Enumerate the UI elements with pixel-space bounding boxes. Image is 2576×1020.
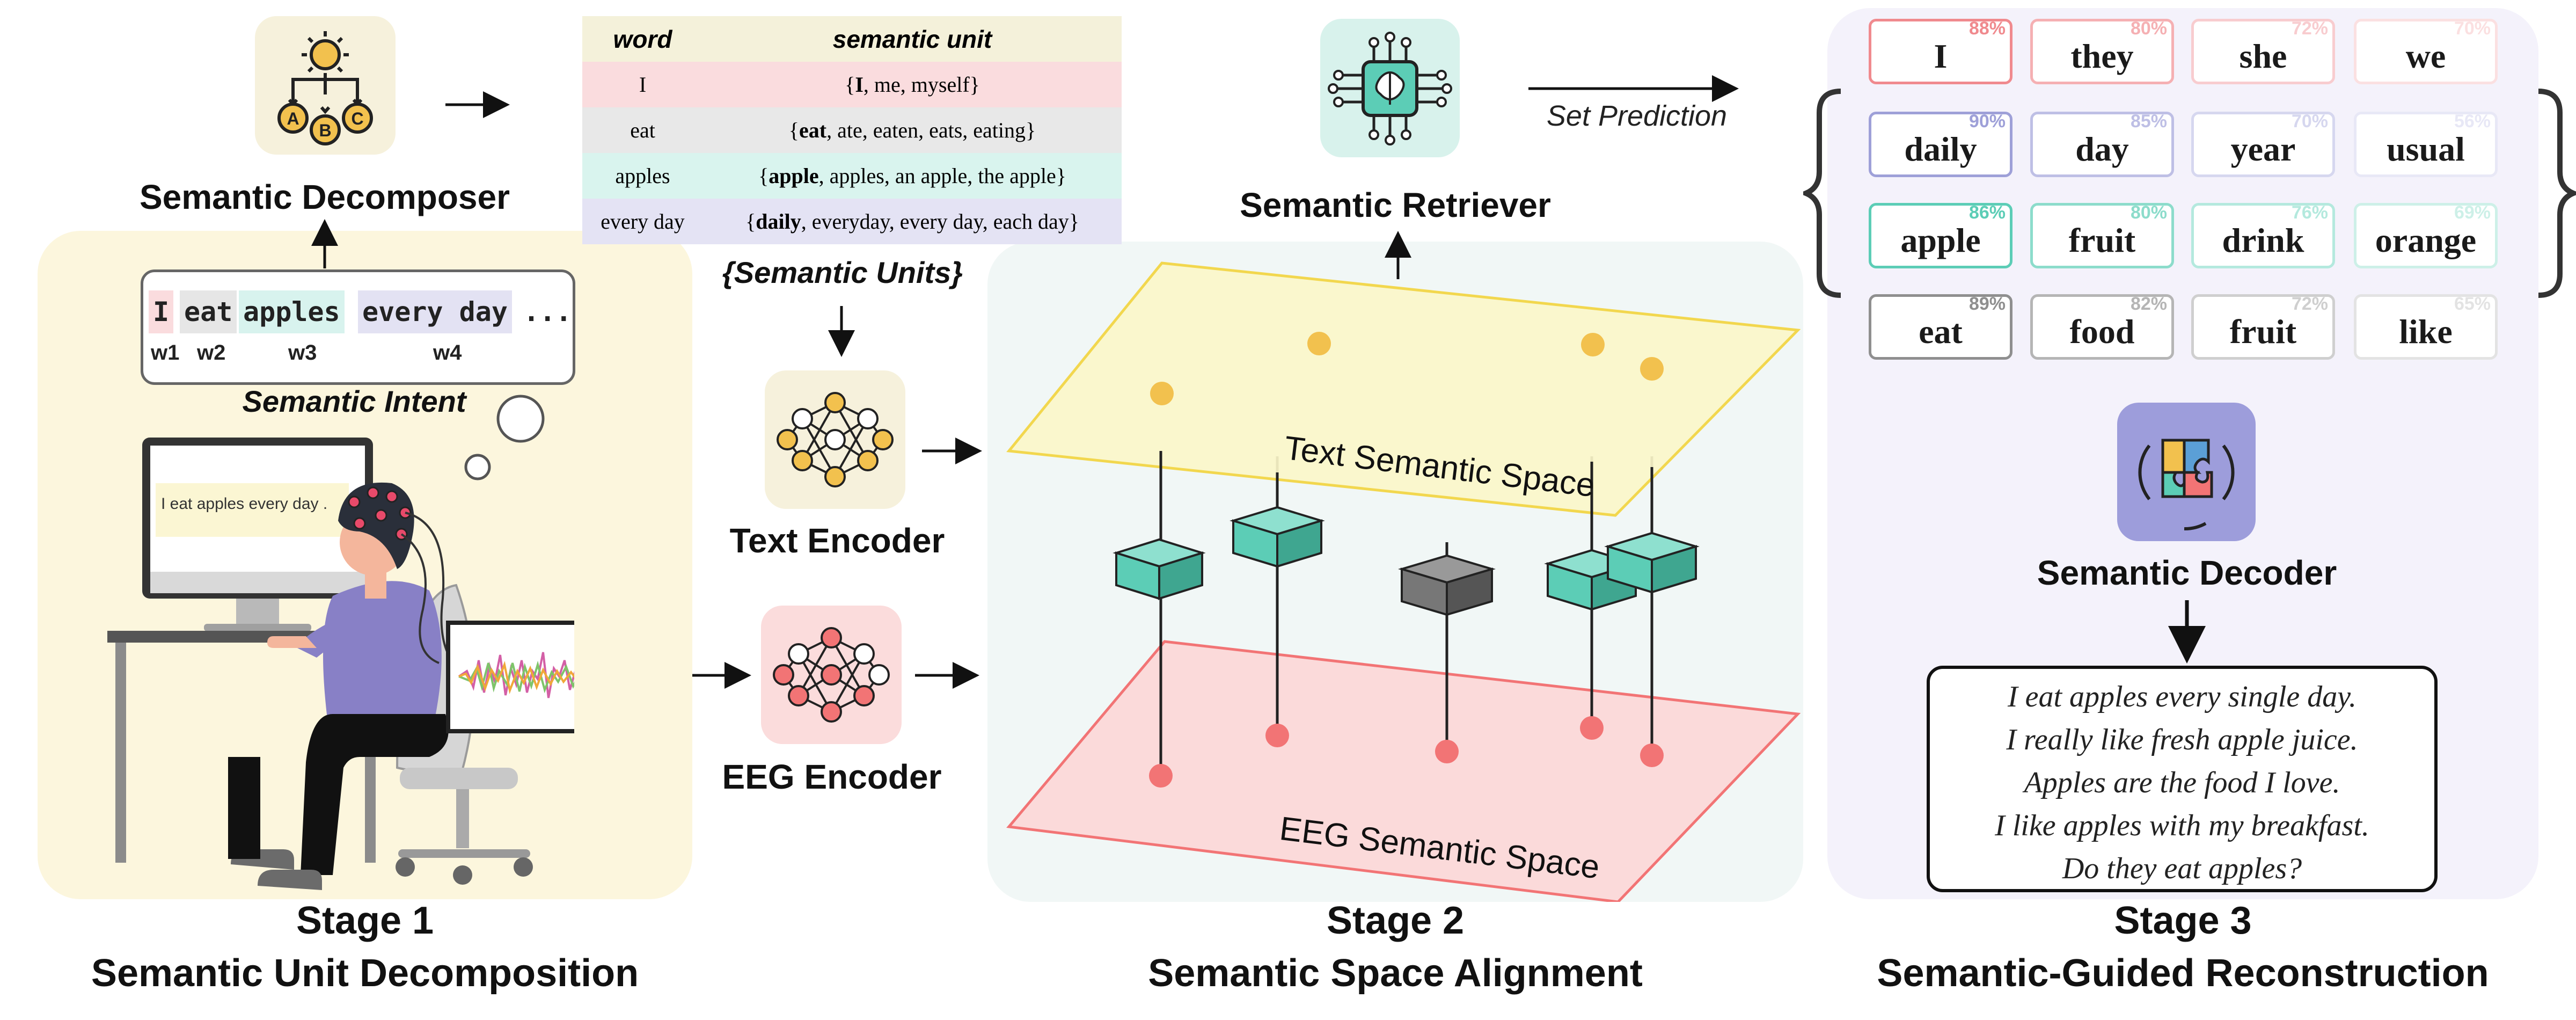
semantic-decoder-icon — [2117, 403, 2256, 541]
semantic-decomposer-label: Semantic Decomposer — [139, 178, 510, 216]
reconstructed-sentence: I eat apples every single day. — [2007, 680, 2357, 713]
table-row: I {I, me, myself} — [582, 62, 1122, 107]
stage2-subtitle: Semantic Space Alignment — [1148, 952, 1643, 995]
set-prediction-label: Set Prediction — [1546, 100, 1728, 132]
semantic-decoder-label: Semantic Decoder — [2037, 553, 2337, 592]
teal-cube — [1230, 506, 1325, 568]
semantic-unit-table: word semantic unit I {I, me, myself} eat… — [582, 16, 1122, 244]
intent-ellipsis: ... — [523, 296, 572, 327]
reconstructed-sentence: Apples are the food I love. — [2024, 766, 2340, 799]
decomposer-letter-a: A — [287, 109, 299, 128]
monitor-screen-text: I eat apples every day . — [161, 495, 328, 513]
decomposer-letter-b: B — [319, 121, 331, 140]
semantic-intent-box: I eat apples every day ... w1 w2 w3 w4 — [141, 269, 575, 385]
intent-word-2: eat — [180, 290, 237, 333]
intent-tag-4: w4 — [433, 341, 462, 365]
person-computer-illustration — [107, 438, 574, 890]
semantic-units-label: {Semantic Units} — [722, 256, 963, 289]
eeg-encoder-icon — [761, 606, 902, 744]
reconstructed-sentences-box: I eat apples every single day. I really … — [1927, 666, 2438, 892]
thought-bubbles — [464, 395, 545, 480]
semantic-decomposer-icon: A B C — [255, 16, 396, 155]
stage1-subtitle: Semantic Unit Decomposition — [91, 952, 639, 995]
intent-word-1: I — [149, 290, 174, 333]
intent-tag-1: w1 — [151, 341, 180, 365]
gray-cube — [1397, 554, 1496, 616]
semantic-retriever-label: Semantic Retriever — [1240, 186, 1551, 224]
table-cell-word: every day — [601, 209, 685, 234]
intent-word-3: apples — [239, 290, 345, 333]
semantic-intent-label: Semantic Intent — [242, 384, 466, 418]
text-encoder-icon — [765, 370, 905, 509]
intent-tag-2: w2 — [197, 341, 226, 365]
teal-cube — [1604, 531, 1700, 594]
eeg-semantic-plane — [1006, 640, 1801, 902]
table-row: eat {eat, ate, eaten, eats, eating} — [582, 107, 1122, 153]
eeg-encoder-label: EEG Encoder — [722, 757, 942, 796]
teal-cube — [1113, 538, 1206, 600]
table-header-unit: semantic unit — [703, 16, 1122, 62]
table-header-word: word — [582, 16, 703, 62]
semantic-space-diagram: Text Semantic Space EEG Semantic Space — [1006, 261, 1801, 902]
reconstructed-sentence: Do they eat apples? — [2062, 852, 2302, 885]
table-row: every day {daily, everyday, every day, e… — [582, 199, 1122, 244]
decomposer-letter-c: C — [351, 109, 363, 128]
table-cell-word: eat — [630, 118, 655, 142]
table-cell-unit: {apple, apples, an apple, the apple} — [758, 164, 1066, 188]
table-cell-unit: {daily, everyday, every day, each day} — [745, 209, 1079, 234]
stage1-title: Stage 1 — [296, 899, 434, 942]
stage3-title: Stage 3 — [2114, 899, 2252, 942]
text-semantic-plane — [1006, 261, 1801, 517]
table-cell-word: I — [639, 72, 647, 97]
reconstructed-sentence: I really like fresh apple juice. — [2006, 723, 2358, 756]
table-cell-unit: {I, me, myself} — [845, 72, 980, 97]
stage2-title: Stage 2 — [1326, 899, 1465, 942]
text-encoder-label: Text Encoder — [729, 521, 945, 560]
intent-word-4: every day — [358, 290, 512, 333]
table-row: apples {apple, apples, an apple, the app… — [582, 153, 1122, 199]
candidate-set-braces — [1803, 89, 2576, 298]
reconstructed-sentence: I like apples with my breakfast. — [1995, 809, 2369, 842]
semantic-retriever-icon — [1320, 19, 1460, 157]
table-cell-unit: {eat, ate, eaten, eats, eating} — [788, 118, 1036, 142]
stage3-subtitle: Semantic-Guided Reconstruction — [1877, 952, 2489, 995]
intent-tag-3: w3 — [288, 341, 317, 365]
table-cell-word: apples — [615, 164, 670, 188]
